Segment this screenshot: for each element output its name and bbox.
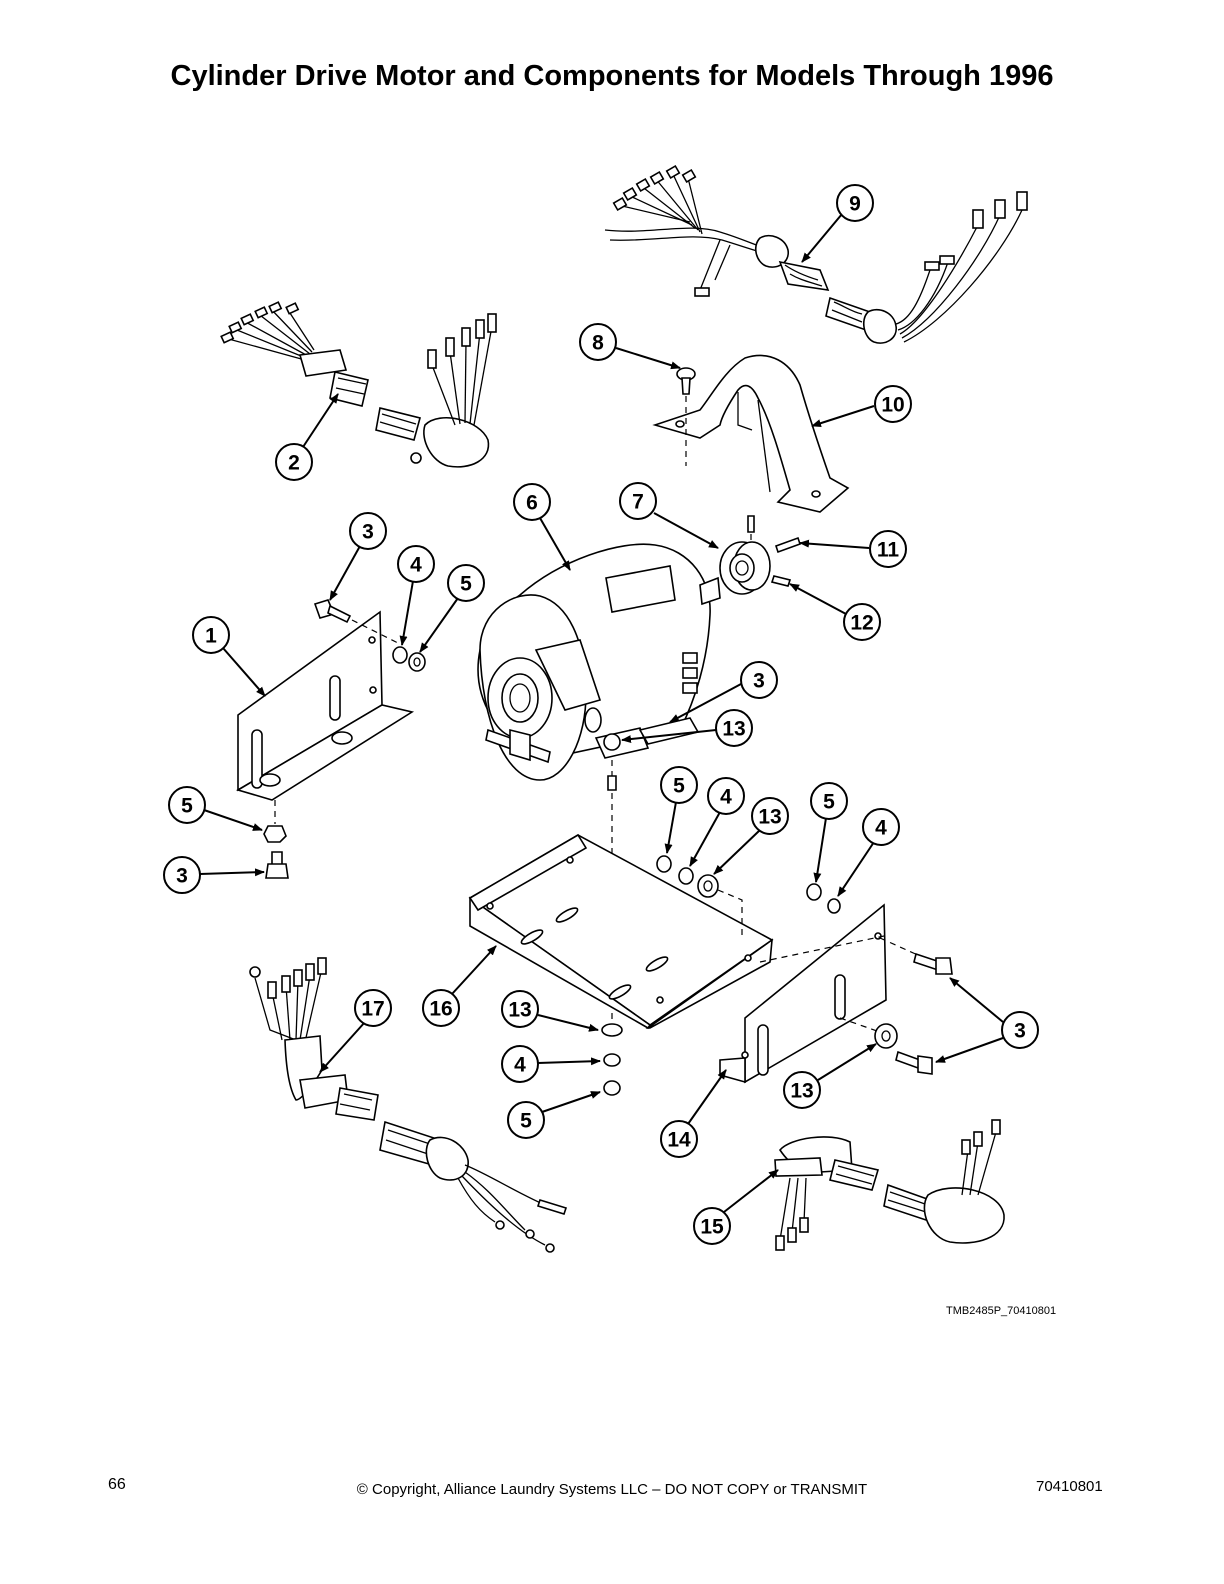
callout-13c: 13 [501, 990, 599, 1032]
callout-4c: 4 [837, 808, 900, 897]
svg-text:17: 17 [361, 998, 384, 1021]
page-number: 66 [108, 1476, 126, 1493]
page-title: Cylinder Drive Motor and Components for … [170, 60, 1054, 92]
hardware-parts-middle [601, 855, 841, 1096]
svg-text:5: 5 [673, 775, 685, 798]
svg-text:6: 6 [526, 492, 538, 515]
svg-text:3: 3 [362, 521, 374, 544]
document-number: 70410801 [1036, 1478, 1103, 1495]
callout-14: 14 [660, 1069, 727, 1158]
svg-text:10: 10 [881, 394, 904, 417]
svg-text:4: 4 [875, 817, 887, 840]
callout-3c: 3 [163, 856, 265, 894]
callout-6: 6 [513, 483, 571, 571]
svg-text:5: 5 [181, 795, 193, 818]
wire-harness-part-9 [604, 164, 1028, 344]
callout-3d: 3 [935, 977, 1039, 1063]
figure-id: TMB2485P_70410801 [946, 1305, 1057, 1317]
callout-3a: 3 [329, 512, 387, 601]
svg-text:5: 5 [823, 791, 835, 814]
svg-text:11: 11 [877, 539, 900, 562]
copyright-notice: © Copyright, Alliance Laundry Systems LL… [356, 1481, 868, 1498]
set-screw-part-12 [770, 575, 792, 587]
svg-text:3: 3 [1014, 1020, 1026, 1043]
callout-5b: 5 [168, 786, 263, 831]
callout-12: 12 [789, 583, 881, 641]
callout-4a: 4 [397, 545, 435, 646]
pulley-part-7 [719, 515, 771, 595]
svg-text:12: 12 [850, 612, 873, 635]
callout-5c: 5 [660, 766, 698, 854]
hardware-parts-bracket-1 [263, 599, 426, 879]
callout-5a: 5 [419, 564, 485, 653]
svg-text:3: 3 [753, 670, 765, 693]
callout-2: 2 [275, 393, 339, 481]
callout-17: 17 [319, 989, 392, 1073]
callout-15: 15 [693, 1169, 779, 1245]
callout-13b: 13 [713, 797, 789, 875]
svg-text:13: 13 [508, 999, 531, 1022]
callout-9: 9 [801, 184, 874, 263]
svg-text:3: 3 [176, 865, 188, 888]
motor-strap-part-10 [652, 354, 850, 513]
callout-13d: 13 [783, 1043, 877, 1109]
key-part-11 [774, 536, 802, 554]
wire-harness-part-2 [220, 301, 497, 468]
svg-text:4: 4 [720, 786, 732, 809]
svg-text:13: 13 [758, 806, 781, 829]
svg-text:5: 5 [520, 1110, 532, 1133]
svg-text:13: 13 [790, 1080, 813, 1103]
callout-16: 16 [422, 945, 497, 1027]
callout-7: 7 [619, 482, 719, 549]
svg-text:5: 5 [460, 573, 472, 596]
svg-text:15: 15 [700, 1216, 724, 1239]
svg-text:13: 13 [722, 718, 745, 741]
svg-text:8: 8 [592, 332, 604, 355]
drive-motor-part-6 [477, 543, 721, 1028]
svg-text:9: 9 [849, 193, 861, 216]
screw-part-8 [676, 367, 696, 466]
mount-bracket-part-1 [236, 610, 415, 801]
callout-5e: 5 [507, 1091, 601, 1139]
callout-1: 1 [192, 616, 266, 697]
callout-11: 11 [799, 530, 907, 568]
callout-4d: 4 [501, 1045, 601, 1083]
svg-text:16: 16 [429, 998, 452, 1021]
callout-13a: 13 [621, 709, 753, 747]
callout-3b: 3 [669, 661, 778, 723]
base-plate-part-16 [468, 833, 774, 1030]
wire-harness-part-17 [249, 957, 568, 1253]
mount-bracket-part-14 [719, 903, 953, 1084]
callout-10: 10 [811, 385, 912, 428]
svg-text:4: 4 [410, 554, 422, 577]
svg-text:4: 4 [514, 1054, 526, 1077]
callout-4b: 4 [689, 777, 745, 867]
svg-text:1: 1 [205, 625, 217, 648]
svg-text:2: 2 [288, 452, 300, 475]
svg-text:14: 14 [667, 1129, 691, 1152]
callout-5d: 5 [810, 782, 848, 883]
svg-text:7: 7 [632, 491, 644, 514]
wire-harness-part-15 [774, 1119, 1005, 1251]
callout-8: 8 [579, 323, 681, 370]
